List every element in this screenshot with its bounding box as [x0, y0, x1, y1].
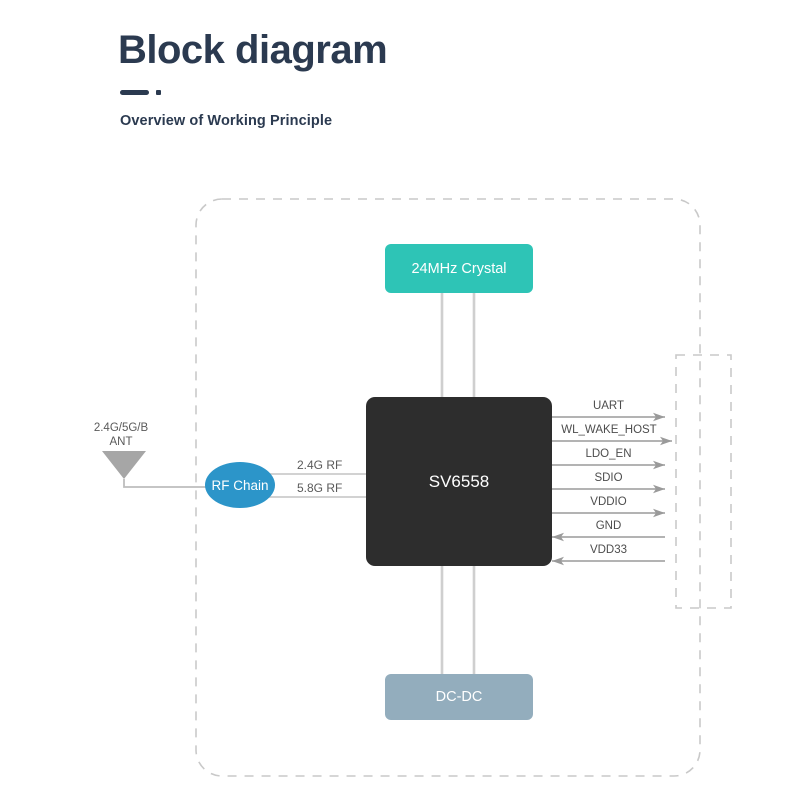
page-subtitle: Overview of Working Principle	[120, 113, 333, 129]
page-title: Block diagram	[118, 28, 388, 72]
antenna-feed-line	[123, 479, 210, 488]
module-boundary	[195, 198, 701, 777]
divider-dot	[156, 90, 161, 95]
dash-dot-divider-icon	[120, 90, 718, 95]
host-interface-boundary	[675, 354, 732, 609]
page-header: Block diagram Overview of Working Princi…	[118, 26, 718, 129]
antenna-icon	[102, 451, 146, 479]
divider-dash	[120, 90, 149, 95]
